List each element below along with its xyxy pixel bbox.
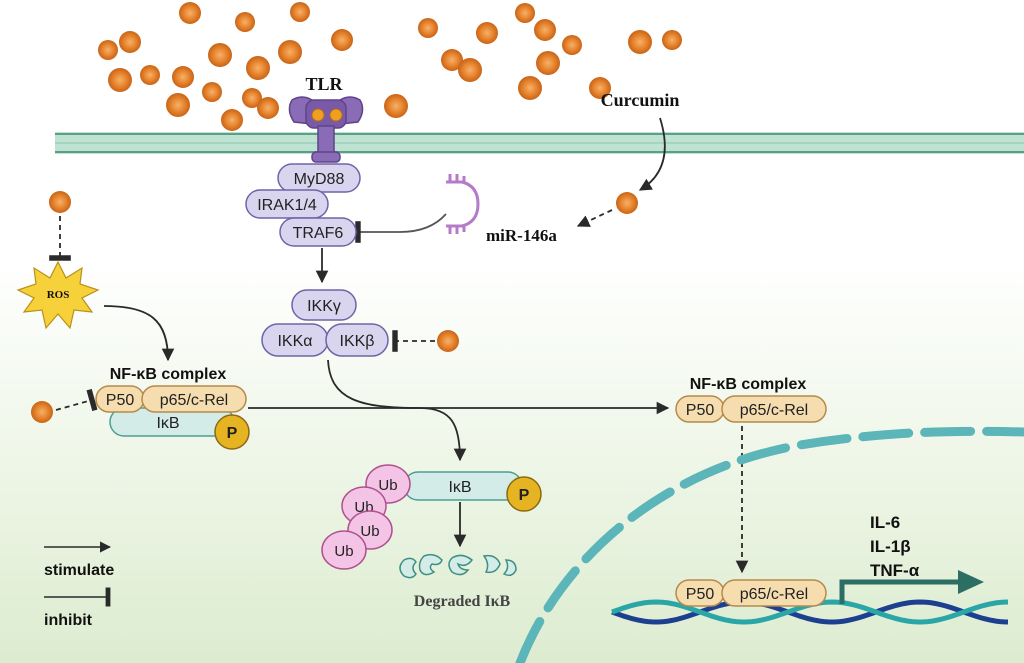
curcumin-particle bbox=[518, 76, 542, 100]
curcumin-to-particle-arrow bbox=[638, 117, 666, 191]
curcumin-particle bbox=[119, 31, 141, 53]
ros-label: ROS bbox=[47, 289, 70, 301]
ub-phospho bbox=[506, 476, 542, 512]
nfkb-left-ikb-label: IκB bbox=[156, 415, 179, 432]
nfkb-left-p65-box bbox=[141, 385, 247, 413]
ikk-beta-box bbox=[325, 323, 389, 357]
curcumin-particle bbox=[246, 56, 270, 80]
cytokine-il6: IL-6 bbox=[870, 513, 900, 532]
curcumin-particles bbox=[98, 2, 682, 131]
ub-1-label: Ub bbox=[378, 477, 397, 494]
myd88-label: MyD88 bbox=[294, 171, 345, 188]
tlr-label: TLR bbox=[305, 74, 343, 94]
curcumin-particle-nfkb bbox=[31, 401, 53, 423]
curcumin-particle-ikk bbox=[437, 330, 459, 352]
curcumin-to-mirna-arrow bbox=[576, 209, 613, 227]
curcumin-particle bbox=[534, 19, 556, 41]
curcumin-particle-ros bbox=[49, 191, 71, 213]
tlr-receptor bbox=[288, 96, 364, 163]
mirna-structure bbox=[446, 174, 480, 234]
curcumin-particle bbox=[235, 12, 255, 32]
irak-box bbox=[245, 189, 329, 219]
curcumin-particle bbox=[536, 51, 560, 75]
mirna-label: miR-146a bbox=[486, 226, 557, 245]
nfkb-left-phospho-label: P bbox=[227, 425, 238, 442]
ub-phospho-label: P bbox=[519, 487, 530, 504]
nucleus-p65-box bbox=[721, 579, 827, 607]
curcumin-particle bbox=[384, 94, 408, 118]
curcumin-particle bbox=[458, 58, 482, 82]
curcumin-particle bbox=[278, 40, 302, 64]
cell-membrane bbox=[55, 132, 1024, 154]
nfkb-left-phospho bbox=[214, 414, 250, 450]
adaptor-stack: MyD88 IRAK1/4 TRAF6 bbox=[245, 163, 361, 247]
nfkb-right-p65-box bbox=[721, 395, 827, 423]
curcumin-particle bbox=[562, 35, 582, 55]
legend-stimulate-label: stimulate bbox=[44, 562, 114, 579]
ikk-alpha-label: IKKα bbox=[277, 333, 312, 350]
ub-3-label: Ub bbox=[360, 523, 379, 540]
nuclear-envelope bbox=[515, 426, 1024, 663]
ub-4 bbox=[321, 530, 367, 570]
ikk-gamma-label: IKKγ bbox=[307, 298, 341, 315]
curcumin-particle-mirna bbox=[616, 192, 638, 214]
mirna-inhibits-traf6 bbox=[355, 213, 447, 243]
nucleus-p50-label: P50 bbox=[686, 586, 715, 603]
curcumin-particle bbox=[476, 22, 498, 44]
curcumin-particle bbox=[208, 43, 232, 67]
irak-label: IRAK1/4 bbox=[257, 197, 317, 214]
curcumin-inhibits-nfkb bbox=[55, 388, 98, 412]
ubiquitin-chain: Ub Ub Ub Ub bbox=[321, 464, 411, 570]
curcumin-particle bbox=[290, 2, 310, 22]
curcumin-label: Curcumin bbox=[601, 90, 680, 110]
traf6-box bbox=[279, 217, 357, 247]
nucleus-p65-label: p65/c-Rel bbox=[740, 586, 808, 603]
nfkb-right-title: NF-κB complex bbox=[690, 376, 807, 393]
ub-ikb-label: IκB bbox=[448, 479, 471, 496]
nfkb-left-p65-label: p65/c-Rel bbox=[160, 392, 228, 409]
curcumin-particle bbox=[257, 97, 279, 119]
curcumin-particle bbox=[589, 77, 611, 99]
ub-4-label: Ub bbox=[334, 543, 353, 560]
curcumin-particle bbox=[140, 65, 160, 85]
ikk-to-ikb-arrow bbox=[327, 359, 467, 462]
cytokine-il1b: IL-1β bbox=[870, 537, 911, 556]
ros-to-nfkb-arrow bbox=[103, 305, 175, 362]
degraded-ikb-label: Degraded IκB bbox=[414, 593, 511, 610]
ikk-complex: IKKγ IKKα IKKβ bbox=[261, 289, 389, 357]
curcumin-particle bbox=[418, 18, 438, 38]
curcumin-particle bbox=[98, 40, 118, 60]
ikk-gamma-box bbox=[291, 289, 357, 321]
legend: stimulate inhibit bbox=[44, 541, 114, 629]
curcumin-particle bbox=[628, 30, 652, 54]
curcumin-particle bbox=[242, 88, 262, 108]
curcumin-particle bbox=[662, 30, 682, 50]
curcumin-particle bbox=[166, 93, 190, 117]
legend-inhibit-label: inhibit bbox=[44, 612, 93, 629]
curcumin-particle bbox=[441, 49, 463, 71]
curcumin-particle bbox=[202, 82, 222, 102]
curcumin-particle bbox=[331, 29, 353, 51]
transcription-arrow-head bbox=[958, 570, 984, 594]
curcumin-particle bbox=[108, 68, 132, 92]
nfkb-right-p65-label: p65/c-Rel bbox=[740, 402, 808, 419]
nfkb-left-p50-label: P50 bbox=[106, 392, 135, 409]
ikk-beta-label: IKKβ bbox=[340, 333, 375, 350]
transcription-arrow bbox=[839, 579, 962, 604]
ros-burst bbox=[16, 260, 100, 330]
degraded-ikb-fragments bbox=[399, 553, 517, 579]
nfkb-right-p50-label: P50 bbox=[686, 402, 715, 419]
nfkb-left-title: NF-κB complex bbox=[110, 366, 227, 383]
curcumin-particle bbox=[172, 66, 194, 88]
curcumin-particle bbox=[515, 3, 535, 23]
cytokine-tnfa: TNF-α bbox=[870, 561, 920, 580]
curcumin-particle bbox=[221, 109, 243, 131]
traf6-label: TRAF6 bbox=[293, 225, 344, 242]
curcumin-particle bbox=[179, 2, 201, 24]
